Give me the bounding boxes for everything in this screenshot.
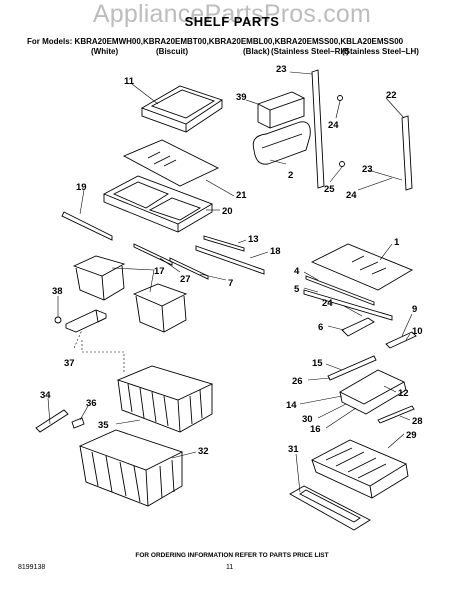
callout-10: 10	[412, 326, 423, 337]
callout-36: 36	[86, 398, 97, 409]
part-drawings	[35, 69, 417, 531]
part-21-glass-shelf	[122, 139, 220, 187]
part-2-bin-cover	[252, 121, 311, 165]
part-29-tray	[310, 439, 409, 499]
variant-black: (Black)	[243, 47, 270, 56]
model-list: For Models: KBRA20EMWH00,KBRA20EMBT00,KB…	[27, 37, 404, 46]
callout-34: 34	[40, 390, 51, 401]
callout-14: 14	[286, 400, 297, 411]
ordering-note: FOR ORDERING INFORMATION REFER TO PARTS …	[135, 552, 329, 559]
callout-38: 38	[52, 286, 63, 297]
part-25-screw	[339, 161, 345, 167]
part-35-wire-basket	[116, 365, 214, 433]
callout-17: 17	[154, 266, 165, 277]
callout-35: 35	[98, 420, 109, 431]
page-title: SHELF PARTS	[184, 14, 280, 29]
variant-biscuit: (Biscuit)	[156, 47, 188, 56]
part-27-rail	[133, 243, 173, 266]
callout-21: 21	[236, 190, 247, 201]
callout-4: 4	[294, 266, 300, 277]
callout-labels: 11 39 23 22 24 2 25 23 24 21 20 19 13 18…	[40, 64, 423, 457]
callout-23: 23	[276, 64, 287, 75]
callout-27: 27	[180, 274, 191, 285]
part-34-panel	[35, 409, 69, 433]
callout-24: 24	[328, 120, 339, 131]
callout-19: 19	[76, 182, 87, 193]
part-7-rail	[169, 257, 209, 280]
part-32-wire-basket	[78, 429, 184, 507]
callout-30: 30	[302, 414, 313, 425]
part-37-bracket	[65, 309, 107, 333]
part-28-rod	[377, 405, 415, 424]
callout-9: 9	[412, 304, 417, 315]
callout-28: 28	[412, 416, 423, 427]
callout-22: 22	[386, 90, 397, 101]
part-6-bracket	[341, 317, 375, 337]
callout-26: 26	[292, 376, 303, 387]
part-18-rail	[195, 245, 265, 275]
part-39-bin	[256, 91, 306, 129]
callout-37: 37	[64, 358, 75, 369]
callout-39: 39	[236, 92, 247, 103]
callout-20: 20	[222, 206, 233, 217]
callout-31: 31	[288, 444, 299, 455]
part-11-shelf-frame	[140, 85, 224, 133]
part-19-trim-strip	[61, 211, 113, 241]
part-36-clip	[71, 417, 85, 429]
callout-24b: 24	[346, 190, 357, 201]
callout-32: 32	[198, 446, 209, 457]
document-number: 8199138	[18, 564, 46, 571]
part-24-screw	[337, 95, 343, 101]
part-23-22-vertical-rails	[311, 69, 413, 191]
callout-23b: 23	[362, 164, 373, 175]
variant-stainless-rh: (Stainless Steel–RH)	[271, 47, 349, 56]
callout-6: 6	[318, 322, 323, 333]
callout-18: 18	[270, 246, 281, 257]
callout-1: 1	[394, 237, 400, 248]
variant-white: (White)	[91, 47, 119, 56]
callout-2: 2	[288, 170, 293, 181]
callout-25: 25	[324, 184, 335, 195]
callout-5: 5	[294, 284, 300, 295]
callout-13: 13	[248, 234, 259, 245]
callout-29: 29	[406, 430, 417, 441]
part-12-shelf-assembly	[327, 355, 407, 415]
callout-11: 11	[124, 76, 135, 87]
part-38-screw	[54, 316, 62, 324]
part-20-crisper-frame	[102, 175, 214, 233]
leader-lines	[47, 71, 413, 493]
variant-stainless-lh: (Stainless Steel–LH)	[342, 47, 419, 56]
part-5-rail	[303, 289, 393, 321]
callout-7: 7	[228, 278, 233, 289]
callout-16: 16	[310, 424, 321, 435]
page-number: 11	[226, 564, 234, 571]
part-1-glass-shelf	[310, 243, 414, 291]
callout-15: 15	[312, 358, 323, 369]
callout-12: 12	[398, 388, 409, 399]
part-10-bracket	[385, 331, 417, 349]
watermark: AppliancePartsPros.com	[92, 0, 372, 28]
callout-24c: 24	[322, 298, 333, 309]
part-4-rail	[305, 275, 375, 306]
part-13-rail	[203, 235, 245, 252]
part-17-crisper-drawers	[72, 255, 188, 333]
part-31-crisper-cover	[289, 485, 371, 531]
